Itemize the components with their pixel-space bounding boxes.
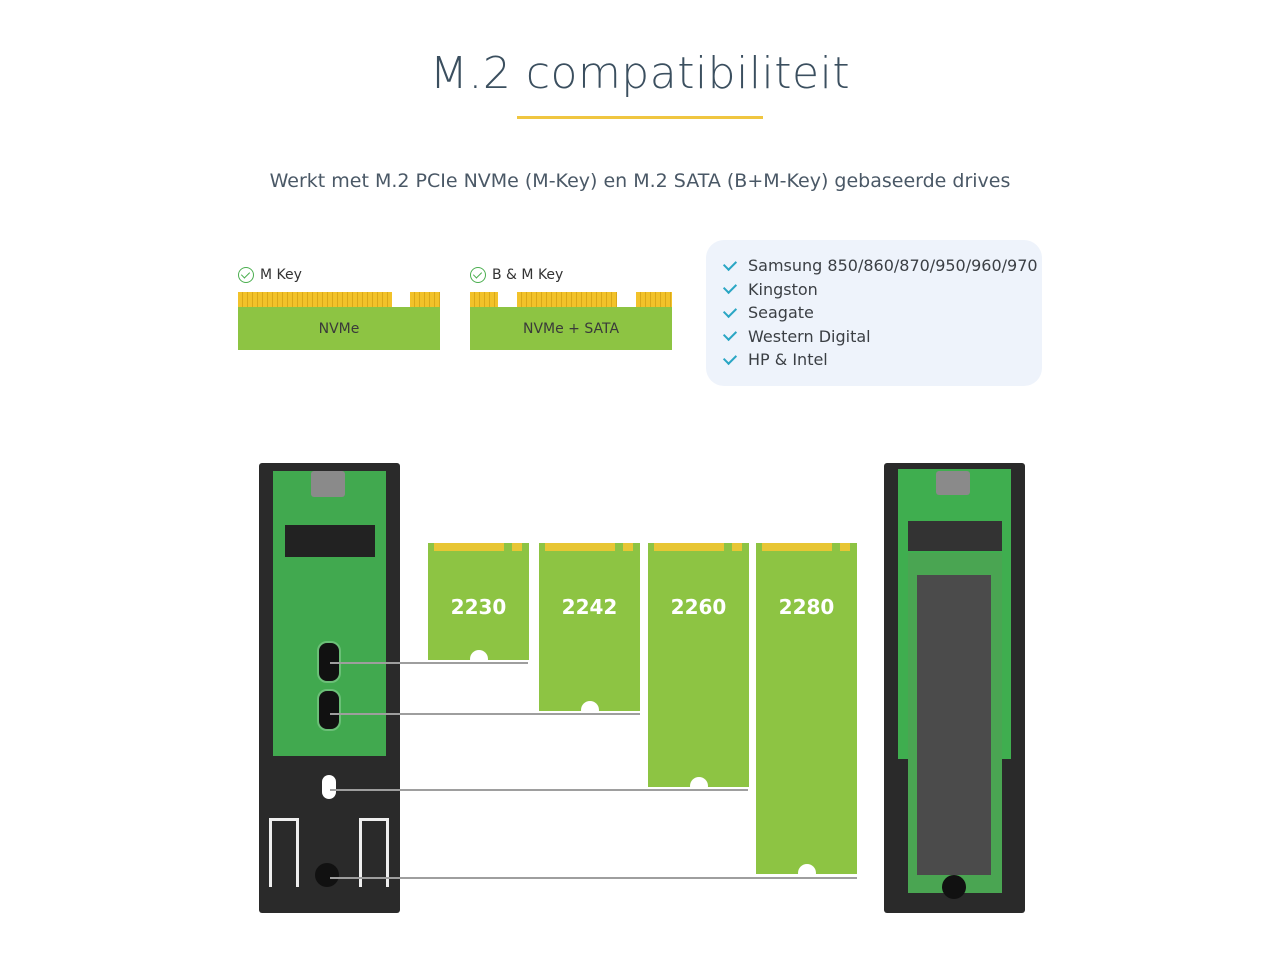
ssd-2242: 2242 — [539, 543, 640, 719]
brand-item: Samsung 850/860/870/950/960/970 — [722, 254, 1042, 278]
checkmark-icon — [722, 280, 738, 295]
page-subtitle: Werkt met M.2 PCIe NVMe (M-Key) en M.2 S… — [269, 170, 1011, 192]
m-key-label: M Key — [260, 267, 302, 283]
enclosure-with-ssd-image — [884, 463, 1025, 913]
page-title: M.2 compatibiliteit — [429, 48, 851, 99]
checkmark-icon — [722, 327, 738, 342]
leader-line-2230 — [330, 662, 528, 664]
brand-item: Kingston — [722, 278, 1042, 302]
leader-line-2242 — [330, 713, 640, 715]
ssd-2260: 2260 — [648, 543, 749, 795]
check-circle-icon — [470, 267, 486, 283]
m-key-board-label: NVMe — [238, 307, 440, 350]
leader-line-2260 — [330, 789, 748, 791]
bm-key-label: B & M Key — [492, 267, 564, 283]
bm-key-board: NVMe + SATA — [470, 292, 672, 350]
bm-key-board-label: NVMe + SATA — [470, 307, 672, 350]
ssd-2280: 2280 — [756, 543, 857, 882]
checkmark-icon — [722, 350, 738, 365]
check-circle-icon — [238, 267, 254, 283]
brand-item: Seagate — [722, 301, 1042, 325]
bm-key-card: B & M Key NVMe + SATA — [470, 264, 672, 350]
title-underline — [517, 116, 763, 119]
m-key-card: M Key NVMe — [238, 264, 440, 350]
brand-item: Western Digital — [722, 325, 1042, 349]
brand-item: HP & Intel — [722, 348, 1042, 372]
checkmark-icon — [722, 303, 738, 318]
checkmark-icon — [722, 256, 738, 271]
m-key-board: NVMe — [238, 292, 440, 350]
compatible-brands-box: Samsung 850/860/870/950/960/970 Kingston… — [706, 240, 1042, 386]
leader-line-2280 — [330, 877, 857, 879]
enclosure-empty-image — [259, 463, 400, 913]
ssd-2230: 2230 — [428, 543, 529, 668]
